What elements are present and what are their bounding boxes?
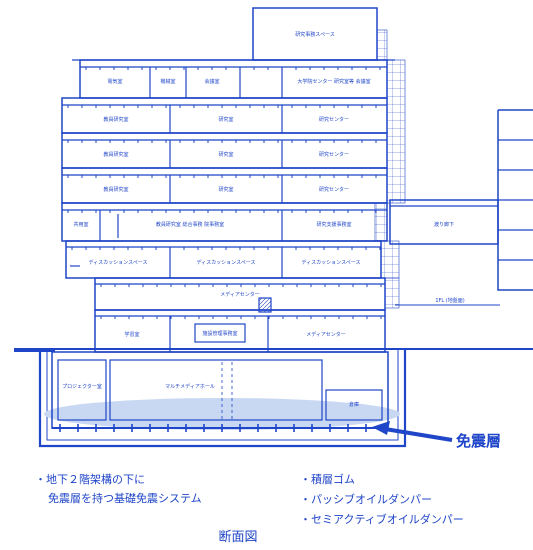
note-right-item1: ・積層ゴム: [300, 472, 355, 486]
isolation-layer-callout: 免震層: [456, 432, 501, 450]
label-b-right: 倉庫: [349, 401, 359, 408]
floor-6: [61, 167, 388, 204]
label-penthouse: 研究事務スペース: [295, 31, 334, 38]
label-f6-mid: 研究室: [218, 186, 233, 193]
isolation-layer-zone: [44, 398, 400, 430]
label-f4-left: ディスカッションスペース: [89, 259, 148, 266]
label-f5-left: 共用室: [73, 221, 88, 228]
isolation-arrow: [372, 421, 453, 442]
floor-8: [61, 97, 388, 134]
label-bridge: 渡り廊下: [434, 221, 454, 228]
label-f4-mid: ディスカッションスペース: [197, 259, 256, 266]
label-f7-right: 研究センター: [319, 151, 349, 158]
caption: 断面図: [218, 530, 257, 545]
label-b-mid: マルチメディアホール: [165, 383, 215, 390]
label-f8-right: 研究センター: [319, 116, 349, 123]
label-f2-left: 学習室: [124, 331, 139, 338]
label-f9-left-a: 電気室: [107, 78, 122, 85]
facade-grid: [386, 59, 406, 204]
note-right-item3: ・セミアクティブオイルダンパー: [300, 512, 464, 526]
label-f9-left-b: 機械室: [160, 78, 175, 85]
label-f6-right: 研究センター: [319, 186, 349, 193]
note-left-line1: ・地下２階架構の下に: [35, 472, 145, 486]
label-f9-right: 大学院センター 研究室等 会議室: [297, 78, 370, 85]
label-f2-mid: 施設管理事務室: [202, 330, 237, 337]
label-f6-left: 教員研究室: [103, 186, 128, 193]
label-f4-right: ディスカッションスペース: [302, 259, 361, 266]
floor-7: [61, 132, 388, 169]
basement-pit: [38, 350, 407, 448]
label-f8-left: 教員研究室: [103, 116, 128, 123]
label-f9-mid: 会議室: [204, 78, 219, 85]
label-f5-mid: 教員研究室 総合事務 院事務室: [156, 221, 224, 228]
label-f5-right: 研究支援事務室: [316, 221, 351, 228]
note-left-line2: 免震層を持つ基礎免震システム: [48, 491, 202, 505]
note-right-item2: ・パッシブオイルダンパー: [300, 492, 432, 506]
label-f7-mid: 研究室: [218, 151, 233, 158]
label-b-left: プロジェクター室: [62, 383, 102, 390]
label-grade: 1FL (地盤面): [435, 297, 464, 304]
label-f2-right: メディアセンター: [306, 331, 346, 338]
label-f3-center: メディアセンター: [220, 291, 260, 298]
label-f7-left: 教員研究室: [103, 151, 128, 158]
label-f8-mid: 研究室: [218, 116, 233, 123]
